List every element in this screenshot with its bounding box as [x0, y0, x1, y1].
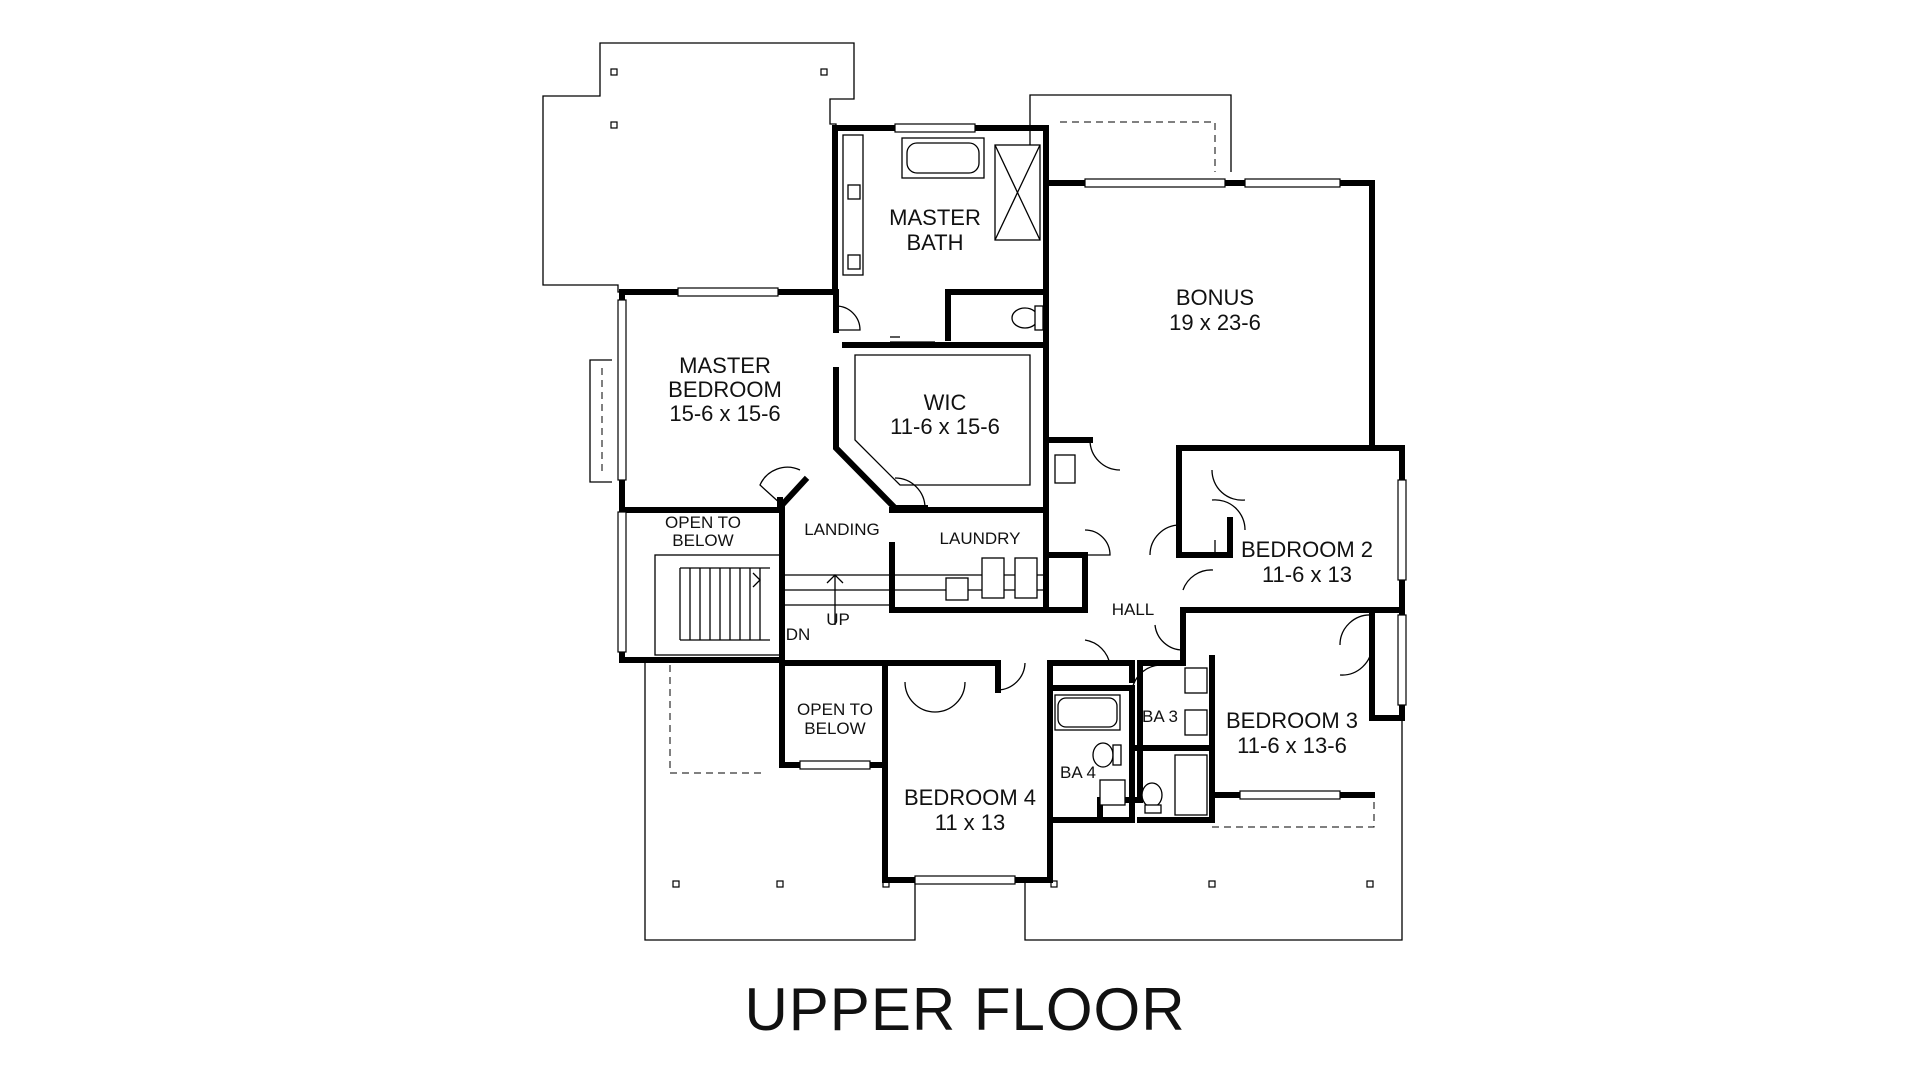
- bedroom-2-size: 11-6 x 13: [1262, 562, 1352, 587]
- bedroom-2-label: BEDROOM 2: [1241, 537, 1373, 562]
- bonus-label: BONUS: [1176, 285, 1254, 310]
- walls: [619, 125, 1405, 883]
- bedroom-3-label: BEDROOM 3: [1226, 708, 1358, 733]
- bedroom-3-size: 11-6 x 13-6: [1237, 733, 1347, 758]
- bedroom-4-size: 11 x 13: [935, 810, 1006, 835]
- room-labels: MASTER BATH BONUS 19 x 23-6 MASTER BEDRO…: [665, 205, 1373, 835]
- master-bath-label-2: BATH: [906, 230, 963, 255]
- wic-label: WIC: [924, 390, 967, 415]
- open-to-below-2-line1: OPEN TO: [797, 700, 873, 719]
- master-bath-label-1: MASTER: [889, 205, 981, 230]
- landing-label: LANDING: [804, 520, 880, 539]
- roof-posts: [610, 68, 1374, 888]
- bath-fixtures: [842, 134, 1208, 816]
- trim: [890, 336, 1216, 610]
- bedroom-4-label: BEDROOM 4: [904, 785, 1036, 810]
- wic-size: 11-6 x 15-6: [890, 414, 1000, 439]
- master-bedroom-label-1: MASTER: [679, 353, 771, 378]
- wic-shelving: [854, 354, 1031, 486]
- ba3-label: BA 3: [1142, 707, 1178, 726]
- doors: [759, 305, 1373, 713]
- open-to-below-1-line1: OPEN TO: [665, 513, 741, 532]
- ba4-label: BA 4: [1060, 763, 1096, 782]
- open-to-below-1-line2: BELOW: [672, 531, 733, 550]
- master-bedroom-label-2: BEDROOM: [668, 377, 782, 402]
- laundry-label: LAUNDRY: [940, 529, 1021, 548]
- hall-label: HALL: [1112, 600, 1155, 619]
- dn-label: DN: [786, 625, 811, 644]
- open-to-below-2-line2: BELOW: [804, 719, 865, 738]
- up-label: UP: [826, 610, 850, 629]
- master-bedroom-size: 15-6 x 15-6: [669, 401, 780, 426]
- windows: [617, 123, 1407, 885]
- bonus-size: 19 x 23-6: [1169, 310, 1261, 335]
- floor-title: UPPER FLOOR: [744, 976, 1185, 1043]
